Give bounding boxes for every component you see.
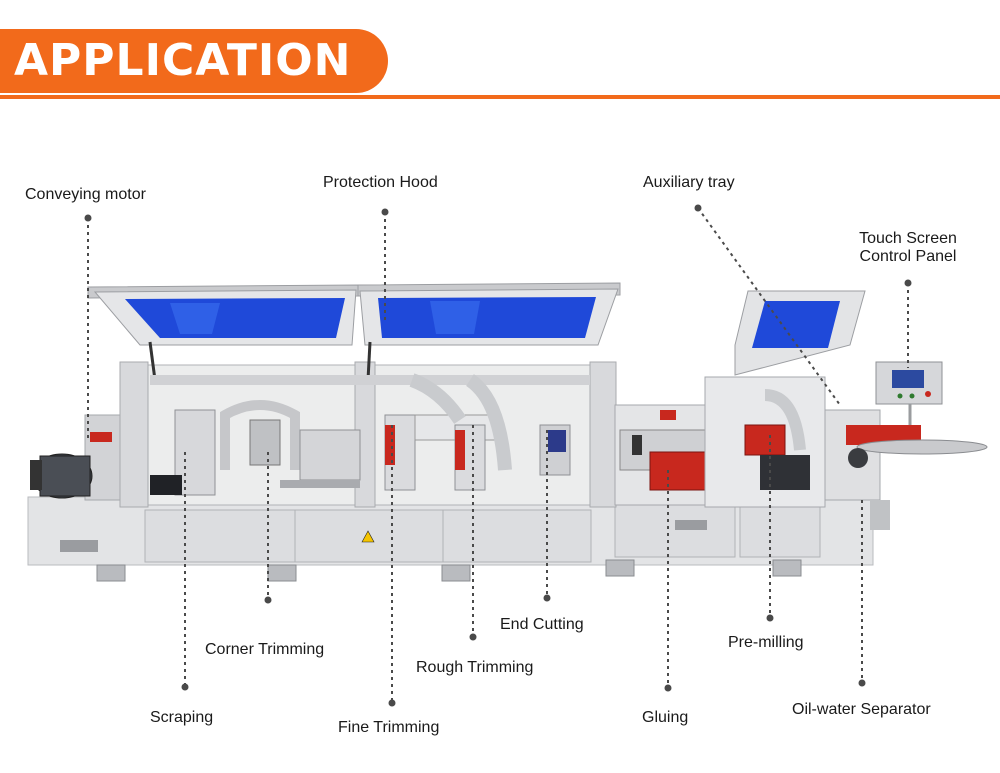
label-touch-screen-line2: Control Panel (859, 248, 957, 265)
tooling-section (150, 373, 590, 496)
label-conveying-motor: Conveying motor (25, 186, 146, 203)
label-touch-screen-line1: Touch Screen (859, 230, 957, 247)
protection-hood-right (357, 282, 621, 381)
label-oil-water-separator: Oil-water Separator (792, 701, 931, 718)
callout-lines (87, 207, 909, 702)
label-touch-screen-control-panel: Touch Screen Control Panel (846, 230, 970, 266)
title-banner: APPLICATION (0, 29, 388, 93)
label-pre-milling: Pre-milling (728, 634, 804, 651)
header-divider (0, 95, 1000, 99)
machine-base (27, 496, 874, 566)
label-gluing: Gluing (642, 709, 689, 726)
machine-feet (96, 559, 802, 582)
label-protection-hood: Protection Hood (323, 174, 438, 191)
page-title: APPLICATION (14, 35, 352, 86)
pre-milling-section (704, 290, 866, 508)
label-rough-trimming: Rough Trimming (416, 659, 534, 676)
label-end-cutting: End Cutting (500, 616, 584, 633)
gluing-section (614, 404, 711, 506)
protection-hood-left (87, 284, 359, 381)
right-section (824, 361, 988, 530)
conveying-motor-unit (30, 414, 121, 501)
label-corner-trimming: Corner Trimming (205, 641, 325, 658)
label-scraping: Scraping (150, 709, 214, 726)
label-auxiliary-tray: Auxiliary tray (643, 174, 735, 191)
label-fine-trimming: Fine Trimming (338, 719, 440, 736)
callout-dots (84, 204, 912, 707)
